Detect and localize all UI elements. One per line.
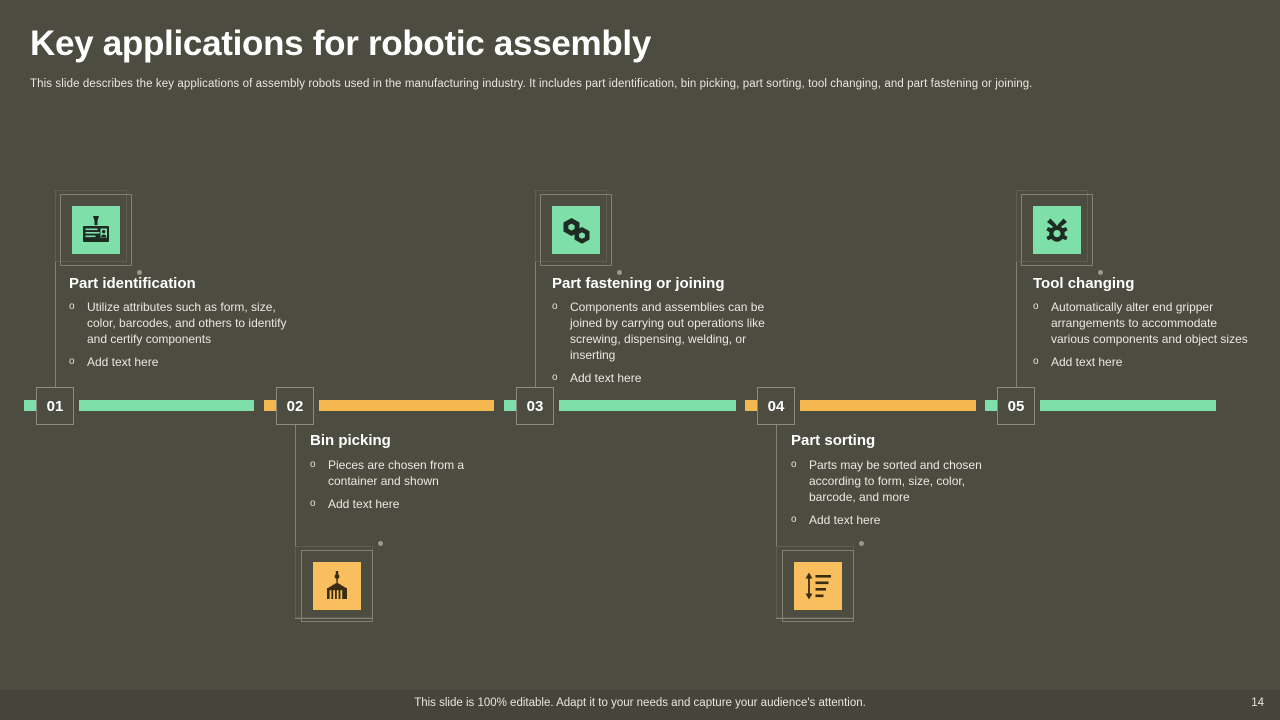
section-title-part-sorting: Part sorting xyxy=(791,432,876,449)
section-title-part-identification: Part identification xyxy=(69,275,196,292)
bullet-marker: o xyxy=(310,459,316,470)
bullet-text: Parts may be sorted and chosen according… xyxy=(809,458,982,504)
list-item: o Parts may be sorted and chosen accordi… xyxy=(791,457,1013,505)
section-bullets-part-fastening: o Components and assemblies can be joine… xyxy=(552,299,780,393)
connector-line-01 xyxy=(55,190,56,398)
icon-accent-dot-05 xyxy=(1098,270,1103,275)
bullet-marker: o xyxy=(69,301,75,312)
section-bullets-part-sorting: o Parts may be sorted and chosen accordi… xyxy=(791,457,1013,535)
bullet-text: Add text here xyxy=(87,355,159,369)
connector-line-04-h xyxy=(776,618,854,619)
bullet-text: Pieces are chosen from a container and s… xyxy=(328,458,465,488)
timeline-segment-05 xyxy=(1040,400,1216,411)
icon-accent-dot-04 xyxy=(859,541,864,546)
connector-line-05 xyxy=(1016,190,1017,398)
bullet-marker: o xyxy=(69,356,75,367)
page-subtitle: This slide describes the key application… xyxy=(30,78,1033,90)
bullet-text: Add text here xyxy=(570,371,642,385)
connector-line-04 xyxy=(776,406,777,618)
connector-line-03 xyxy=(535,190,536,398)
timeline-step-02[interactable]: 02 xyxy=(276,387,314,425)
icon-frame-part-identification[interactable] xyxy=(60,194,142,275)
section-bullets-part-identification: o Utilize attributes such as form, size,… xyxy=(69,299,299,377)
section-bullets-tool-changing: o Automatically alter end gripper arrang… xyxy=(1033,299,1248,377)
icon-tile-02 xyxy=(313,562,361,610)
section-title-bin-picking: Bin picking xyxy=(310,432,391,449)
bullet-text: Utilize attributes such as form, size, c… xyxy=(87,300,287,346)
icon-frame-part-sorting[interactable] xyxy=(782,541,864,622)
timeline-step-03[interactable]: 03 xyxy=(516,387,554,425)
icon-tile-01 xyxy=(72,206,120,254)
bullet-marker: o xyxy=(1033,356,1039,367)
id-badge-icon xyxy=(83,216,109,242)
bullet-text: Add text here xyxy=(1051,355,1123,369)
icon-tile-04 xyxy=(794,562,842,610)
list-item: o Pieces are chosen from a container and… xyxy=(310,457,510,489)
timeline-segment-03-stub xyxy=(745,400,757,411)
timeline-segment-01-stub xyxy=(264,400,276,411)
section-title-part-fastening: Part fastening or joining xyxy=(552,275,725,292)
bullet-text: Add text here xyxy=(328,497,400,511)
footer-bar: This slide is 100% editable. Adapt it to… xyxy=(0,690,1280,720)
bullet-text: Components and assemblies can be joined … xyxy=(570,300,765,362)
list-item: o Components and assemblies can be joine… xyxy=(552,299,780,363)
icon-frame-part-fastening[interactable] xyxy=(540,194,622,275)
connector-line-02 xyxy=(295,406,296,618)
connector-line-02-h xyxy=(295,618,373,619)
list-item: o Add text here xyxy=(1033,354,1248,370)
icon-accent-dot-03 xyxy=(617,270,622,275)
gear-tools-icon xyxy=(1046,218,1068,242)
bullet-text: Add text here xyxy=(809,513,881,527)
timeline-segment-03 xyxy=(559,400,736,411)
timeline-step-04[interactable]: 04 xyxy=(757,387,795,425)
bullet-marker: o xyxy=(791,514,797,525)
section-title-tool-changing: Tool changing xyxy=(1033,275,1135,292)
icon-outer-frame-03 xyxy=(535,190,607,262)
timeline-segment-start xyxy=(24,400,36,411)
list-item: o Add text here xyxy=(552,370,780,386)
bullet-text: Automatically alter end gripper arrangem… xyxy=(1051,300,1248,346)
timeline-segment-04-stub xyxy=(985,400,997,411)
list-item: o Add text here xyxy=(310,496,510,512)
list-item: o Utilize attributes such as form, size,… xyxy=(69,299,299,347)
page-number: 14 xyxy=(1251,697,1264,709)
bullet-marker: o xyxy=(791,459,797,470)
section-bullets-bin-picking: o Pieces are chosen from a container and… xyxy=(310,457,510,519)
timeline-segment-04 xyxy=(800,400,976,411)
timeline-step-01[interactable]: 01 xyxy=(36,387,74,425)
icon-accent-dot-01 xyxy=(137,270,142,275)
list-item: o Add text here xyxy=(69,354,299,370)
icon-tile-05 xyxy=(1033,206,1081,254)
bullet-marker: o xyxy=(552,372,558,383)
bullet-marker: o xyxy=(1033,301,1039,312)
bullet-marker: o xyxy=(310,498,316,509)
footer-note: This slide is 100% editable. Adapt it to… xyxy=(414,697,866,709)
bullet-marker: o xyxy=(552,301,558,312)
sort-list-icon xyxy=(805,572,831,600)
list-item: o Add text here xyxy=(791,512,1013,528)
icon-frame-bin-picking[interactable] xyxy=(301,541,383,622)
interlocking-nuts-icon xyxy=(563,218,590,244)
crane-container-icon xyxy=(327,571,347,599)
icon-outer-frame-01 xyxy=(55,190,127,262)
list-item: o Automatically alter end gripper arrang… xyxy=(1033,299,1248,347)
timeline-segment-02 xyxy=(319,400,494,411)
icon-tile-03 xyxy=(552,206,600,254)
icon-accent-dot-02 xyxy=(378,541,383,546)
icon-outer-frame-05 xyxy=(1016,190,1088,262)
icon-frame-tool-changing[interactable] xyxy=(1021,194,1103,275)
timeline-segment-01 xyxy=(79,400,254,411)
timeline-track xyxy=(0,398,1280,414)
timeline-segment-02-stub xyxy=(504,400,516,411)
page-title: Key applications for robotic assembly xyxy=(30,24,652,63)
timeline-step-05[interactable]: 05 xyxy=(997,387,1035,425)
